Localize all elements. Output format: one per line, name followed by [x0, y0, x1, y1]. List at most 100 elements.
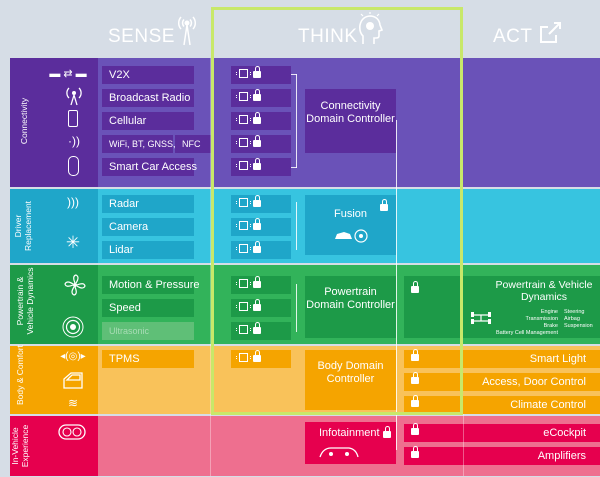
heater-icon: ≋	[67, 396, 79, 410]
chip-icon	[236, 302, 251, 314]
act-engine: Engine	[540, 309, 558, 315]
chip-icon	[236, 69, 251, 81]
lock-icon	[253, 241, 261, 256]
sense-speed[interactable]: Speed	[102, 299, 194, 317]
act-lock-icon	[411, 281, 419, 296]
act-header: ACT	[493, 26, 533, 47]
act-battery: Battery Cell Management	[495, 330, 558, 336]
act-airbag: Airbag	[564, 316, 580, 322]
chip-lock-indicator	[231, 195, 291, 213]
sense-tpms[interactable]: TPMS	[102, 350, 194, 368]
lock-icon	[411, 349, 419, 364]
act-brake: Brake	[543, 323, 558, 329]
chip-icon	[236, 198, 251, 210]
infotainment-label: Infotainment	[319, 427, 380, 439]
sense-camera[interactable]: Camera	[102, 218, 194, 236]
chip-icon	[236, 325, 251, 337]
lock-icon	[253, 350, 261, 365]
chip-lock-indicator	[231, 350, 291, 368]
chip-icon	[236, 161, 251, 173]
infotainment-lock-icon	[383, 425, 391, 443]
powertrain-domain-controller[interactable]: Powertrain Domain Controller	[305, 276, 396, 338]
fusion-lock-icon	[380, 198, 388, 216]
infotainment-controller[interactable]: Infotainment	[305, 422, 396, 464]
category-experience: In-Vehicle Experience	[10, 416, 98, 476]
category-powertrain: Powertrain & Vehicle Dynamics	[10, 265, 98, 344]
lock-icon	[253, 112, 261, 127]
lock-icon	[411, 446, 419, 461]
chassis-icon	[470, 311, 492, 325]
connectivity-domain-controller[interactable]: Connectivity Domain Controller	[305, 89, 396, 153]
car-to-car-icon: ▬ ⇄ ▬	[49, 68, 87, 80]
fusion-label: Fusion	[333, 208, 368, 220]
lock-icon	[411, 423, 419, 438]
wireless-icon: ·))	[68, 134, 80, 148]
act-smart-light[interactable]: Smart Light	[404, 349, 600, 368]
category-label: In-Vehicle Experience	[10, 424, 30, 468]
external-arrow-icon	[538, 21, 562, 45]
lock-icon	[253, 158, 261, 173]
tire-pressure-icon: ◂(◎)▸	[60, 351, 86, 362]
chip-lock-indicator	[231, 135, 291, 153]
chip-icon	[236, 115, 251, 127]
gauge-icon	[58, 424, 86, 440]
lock-icon	[253, 218, 261, 233]
category-driver: Driver Replacement	[10, 189, 98, 263]
category-body: Body & Comfort	[10, 345, 98, 414]
lidar-icon: ✳	[65, 233, 81, 252]
sense-motion-pressure[interactable]: Motion & Pressure	[102, 276, 199, 294]
category-label: Connectivity	[19, 97, 29, 145]
act-suspension: Suspension	[564, 323, 593, 329]
chip-lock-indicator	[231, 112, 291, 130]
sense-ultrasonic[interactable]: Ultrasonic	[102, 322, 194, 340]
act-amplifiers-label: Amplifiers	[537, 450, 586, 462]
sense-broadcast-radio[interactable]: Broadcast Radio	[102, 89, 194, 107]
sense-lidar[interactable]: Lidar	[102, 241, 194, 259]
chip-icon	[236, 353, 251, 365]
fan-icon	[64, 274, 86, 296]
act-ecockpit[interactable]: eCockpit	[404, 423, 600, 442]
act-access-door[interactable]: Access, Door Control	[404, 372, 600, 391]
act-powertrain-title: Powertrain & Vehicle Dynamics	[495, 279, 593, 303]
act-climate-label: Climate Control	[510, 399, 586, 411]
category-label: Body & Comfort	[15, 345, 25, 405]
sense-cellular[interactable]: Cellular	[102, 112, 194, 130]
door-icon	[62, 372, 84, 389]
sense-radar[interactable]: Radar	[102, 195, 194, 213]
chip-icon	[236, 92, 251, 104]
sense-v2x[interactable]: V2X	[102, 66, 194, 84]
chip-lock-indicator	[231, 89, 291, 107]
act-climate[interactable]: Climate Control	[404, 395, 600, 414]
sense-smart-car-access[interactable]: Smart Car Access	[102, 158, 197, 176]
chip-lock-indicator	[231, 322, 291, 340]
lock-icon	[253, 89, 261, 104]
act-powertrain-vehicle-dynamics[interactable]: Powertrain & Vehicle Dynamics Engine Tra…	[404, 276, 600, 338]
think-header: THINK	[298, 26, 358, 47]
key-fob-icon	[68, 156, 79, 176]
act-ecockpit-label: eCockpit	[543, 427, 586, 439]
broadcast-tower-icon	[64, 86, 84, 108]
category-label: Powertrain & Vehicle Dynamics	[15, 267, 35, 335]
radar-icon: )))	[67, 195, 79, 209]
sense-nfc[interactable]: NFC	[175, 135, 211, 153]
act-amplifiers[interactable]: Amplifiers	[404, 446, 600, 465]
think-highlight-frame	[211, 7, 463, 415]
chip-lock-indicator	[231, 158, 291, 176]
sensor-icon	[62, 316, 84, 338]
act-smart-light-label: Smart Light	[529, 353, 586, 365]
body-domain-controller[interactable]: Body Domain Controller	[305, 350, 396, 410]
sense-wifi[interactable]: WiFi, BT, GNSS,	[102, 135, 176, 153]
chip-icon	[236, 138, 251, 150]
antenna-icon	[176, 14, 198, 46]
fusion-car-icon	[334, 229, 368, 243]
chip-icon	[236, 221, 251, 233]
lock-icon	[253, 66, 261, 81]
lock-icon	[253, 276, 261, 291]
sense-header: SENSE	[108, 26, 175, 47]
chip-icon	[236, 279, 251, 291]
lock-icon	[253, 322, 261, 337]
act-transmission: Transmission	[525, 316, 559, 322]
chip-lock-indicator	[231, 66, 291, 84]
category-connectivity: Connectivity	[10, 58, 98, 187]
chip-lock-indicator	[231, 218, 291, 236]
